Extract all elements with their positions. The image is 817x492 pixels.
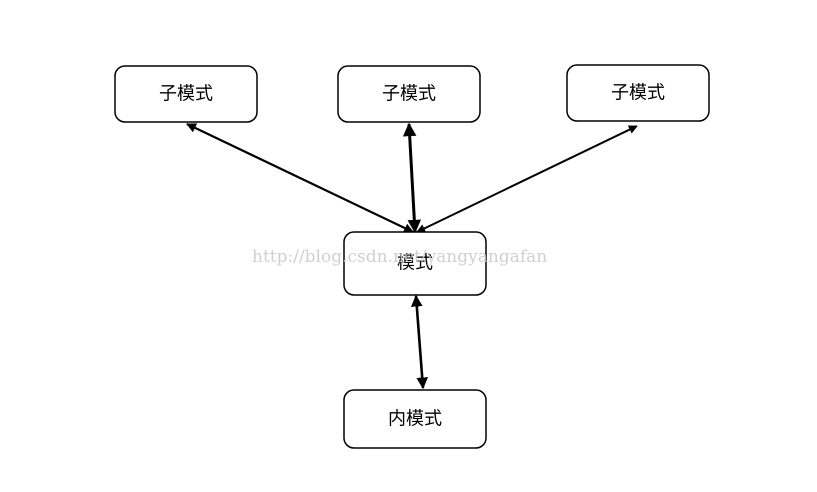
node-child-schema-center: 子模式 [337,65,481,123]
edge-child-right-mode [416,125,638,233]
edge-child-center-mode [402,122,422,234]
node-label: 子模式 [159,84,213,105]
node-label: 子模式 [382,84,436,105]
node-label: 子模式 [611,83,665,104]
watermark-text: http://blog.csdn.net/yangyangafan [252,247,547,267]
node-child-schema-right: 子模式 [566,64,710,122]
edge-mode-inner-mode [410,294,429,390]
node-child-schema-left: 子模式 [114,65,258,123]
node-schema: 模式 [343,231,487,296]
node-inner-schema: 内模式 [343,389,487,449]
node-label: 内模式 [388,409,442,430]
node-label: 模式 [397,253,433,274]
edge-child-left-mode [186,123,414,233]
